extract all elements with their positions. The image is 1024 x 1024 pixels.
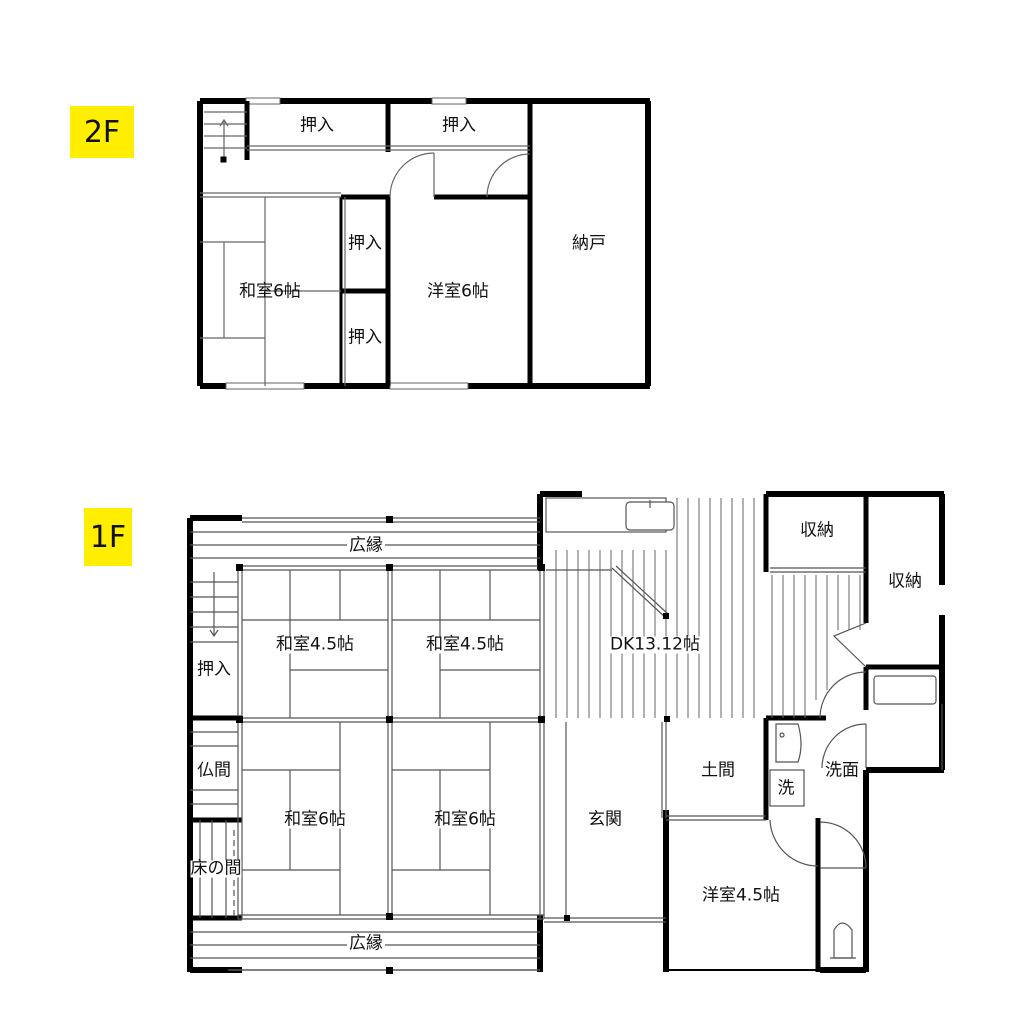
room-dk: DK13.12帖 [610, 634, 700, 655]
room-genkan: 玄関 [588, 809, 622, 830]
floor-label-1f: 1F [84, 508, 132, 566]
room-butsuma: 仏間 [197, 760, 231, 781]
room-washitsu-4-5-b: 和室4.5帖 [425, 634, 505, 655]
room-closet-2f-2: 押入 [442, 115, 476, 136]
room-washitsu-4-5-a: 和室4.5帖 [275, 634, 355, 655]
room-closet-2f-4: 押入 [348, 327, 382, 348]
room-washing-machine: 洗 [777, 778, 795, 799]
room-yoshitsu-4-5: 洋室4.5帖 [701, 885, 781, 906]
room-tokonoma: 床の間 [190, 858, 242, 879]
room-hiroen-south: 広縁 [347, 933, 385, 954]
room-hiroen-north: 広縁 [347, 535, 385, 556]
room-storage-1: 収納 [800, 520, 834, 541]
floor-1f-plan [187, 491, 945, 974]
floor-label-2f: 2F [70, 106, 134, 158]
room-closet-2f-3: 押入 [348, 233, 382, 254]
room-closet-2f-1: 押入 [300, 115, 334, 136]
room-yoshitsu-6-2f: 洋室6帖 [427, 281, 489, 302]
room-senmen: 洗面 [825, 760, 859, 781]
room-washitsu-6-2f: 和室6帖 [239, 281, 301, 302]
room-nando-2f: 納戸 [572, 233, 606, 254]
room-washitsu-6-a: 和室6帖 [284, 809, 346, 830]
floor-2f-plan [197, 97, 651, 390]
room-washitsu-6-b: 和室6帖 [434, 809, 496, 830]
room-closet-1f: 押入 [197, 659, 231, 680]
room-doma: 土間 [701, 760, 735, 781]
room-storage-2: 収納 [888, 571, 922, 592]
